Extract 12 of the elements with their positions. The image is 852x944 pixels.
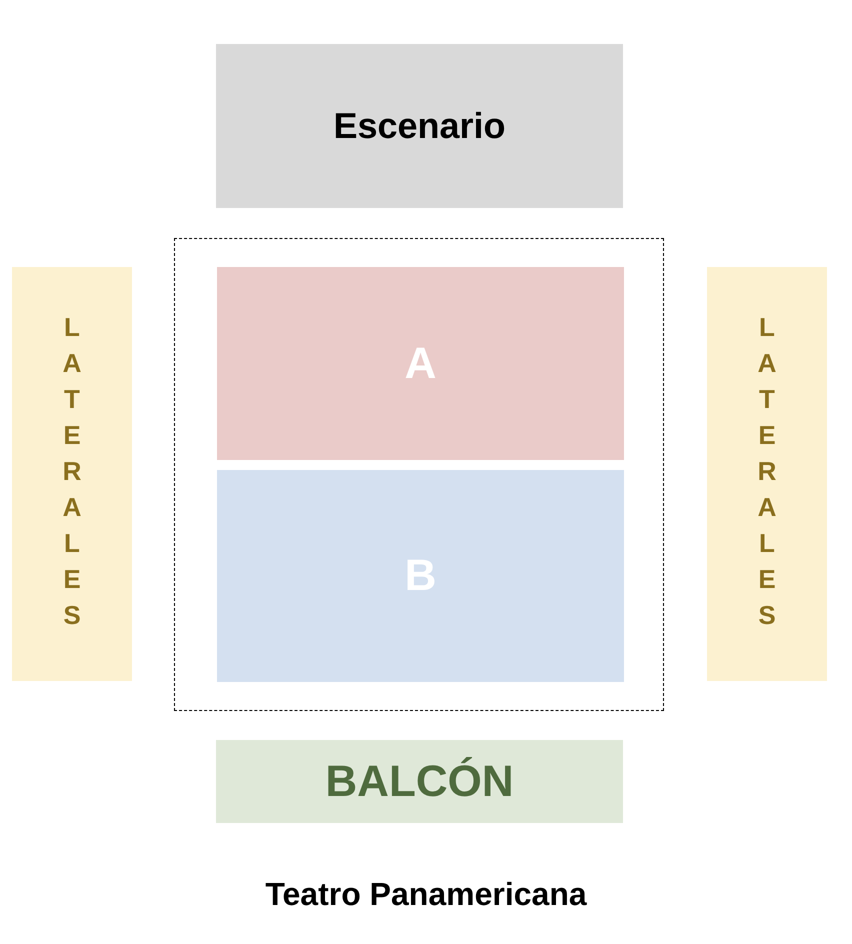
area-label: Escenario — [333, 108, 506, 144]
section-area — [217, 267, 624, 460]
vertical-label: LATERALES — [59, 312, 85, 636]
stage-area — [216, 44, 623, 208]
side-seating-area — [12, 267, 132, 681]
vertical-label: LATERALES — [754, 312, 780, 636]
caption: Teatro Panamericana — [265, 876, 587, 913]
section-area — [217, 470, 624, 682]
side-seating-area — [707, 267, 827, 681]
area-label: BALCÓN — [325, 760, 514, 804]
balcony-area — [216, 740, 623, 823]
seating-outline — [174, 238, 664, 711]
